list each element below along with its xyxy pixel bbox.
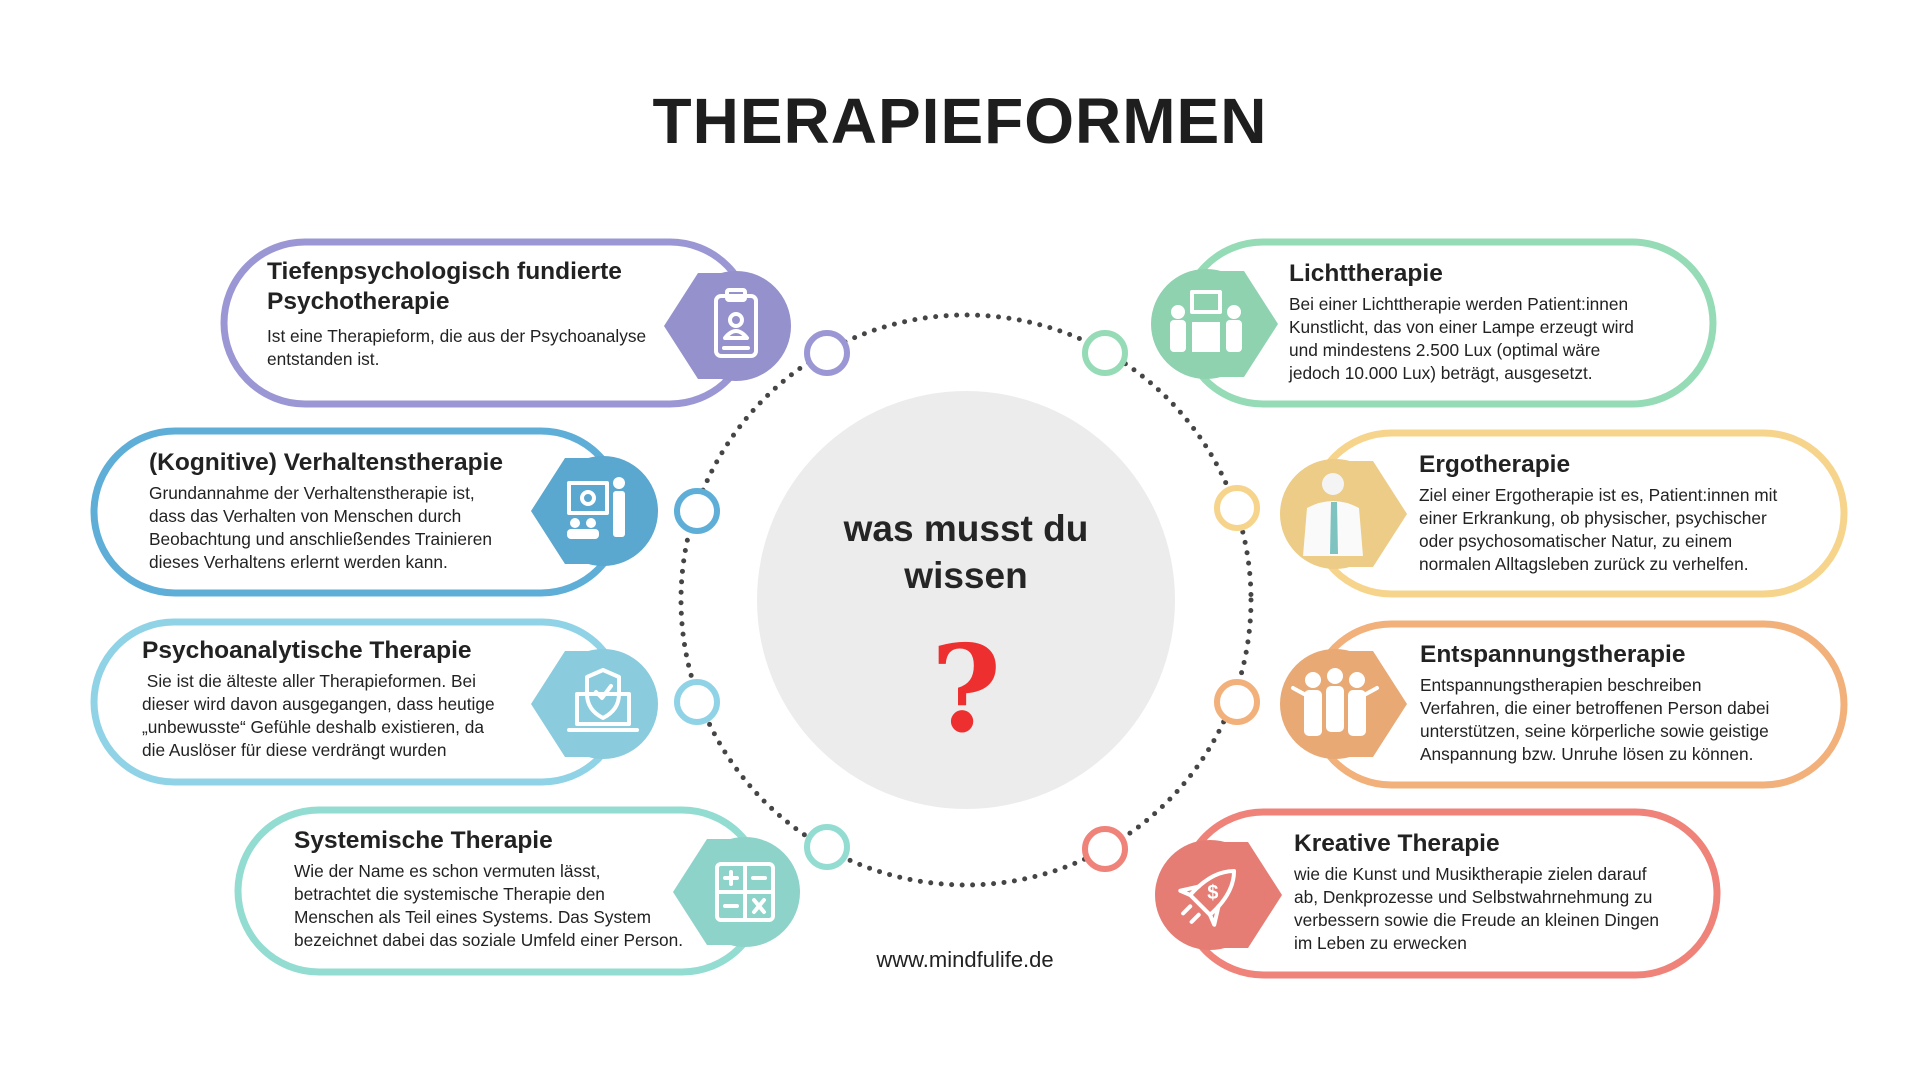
card-title: (Kognitive) Verhaltenstherapie xyxy=(149,448,503,478)
card-title-line: Tiefenpsychologisch fundierte xyxy=(267,258,622,285)
card-description-line: Bei einer Lichttherapie werden Patient:i… xyxy=(1289,294,1629,314)
card-description-line: dieser wird davon ausgegangen, dass heut… xyxy=(142,694,495,714)
question-mark-icon: ? xyxy=(930,619,1002,760)
center-circle xyxy=(757,391,1175,809)
clipboard-person-icon xyxy=(714,288,758,358)
card-description: Wie der Name es schon vermuten lässt, bet… xyxy=(294,860,683,952)
doctor-icon xyxy=(1303,473,1363,556)
card-description-line: einer Erkrankung, ob physischer, psychis… xyxy=(1419,508,1767,528)
center-line-1: was musst du xyxy=(843,508,1089,549)
card-text: Psychoanalytische Therapie Sie ist die ä… xyxy=(142,636,495,762)
card-description-line: verbessern sowie die Freude an kleinen D… xyxy=(1294,910,1660,930)
card-description-line: wie die Kunst und Musiktherapie zielen d… xyxy=(1294,864,1647,884)
card-description-line: Entspannungstherapien beschreiben xyxy=(1420,675,1702,695)
connector-node xyxy=(1082,330,1128,376)
card-title: Kreative Therapie xyxy=(1294,829,1659,859)
card-description-line: ab, Denkprozesse und Selbstwahrnehmung z… xyxy=(1294,887,1653,907)
card-description-line: Menschen als Teil eines Systems. Das Sys… xyxy=(294,907,651,927)
card-description: Sie ist die älteste aller Therapieformen… xyxy=(142,670,495,762)
connector-node xyxy=(1214,679,1260,725)
therapy-card: $ xyxy=(1155,808,1721,979)
card-description-line: Ziel einer Ergotherapie ist es, Patient:… xyxy=(1419,485,1778,505)
center-question: was musst du wissen xyxy=(766,505,1166,599)
therapy-card xyxy=(1151,238,1717,408)
therapy-card xyxy=(234,806,800,976)
center-line-2: wissen xyxy=(904,555,1028,596)
card-description-line: Ist eine Therapieform, die aus der Psych… xyxy=(267,326,647,346)
card-description-line: die Auslöser für diese verdrängt wurden xyxy=(142,740,447,760)
card-title-line: Psychoanalytische Therapie xyxy=(142,637,472,664)
card-text: Kreative Therapie wie die Kunst und Musik… xyxy=(1294,829,1659,955)
card-description-line: Kunstlicht, das von einer Lampe erzeugt … xyxy=(1289,317,1634,337)
card-description-line: Anspannung bzw. Unruhe lösen zu können. xyxy=(1420,744,1754,764)
card-description-line: im Leben zu erwecken xyxy=(1294,933,1467,953)
meeting-table-icon xyxy=(1170,290,1242,352)
laptop-shield-icon xyxy=(567,668,639,732)
card-title: Entspannungstherapie xyxy=(1420,640,1769,670)
card-title-line: Entspannungstherapie xyxy=(1420,641,1686,668)
card-title: Systemische Therapie xyxy=(294,826,683,856)
connector-node xyxy=(1214,485,1260,531)
card-description-line: „unbewusste“ Gefühle deshalb existieren,… xyxy=(142,717,484,737)
card-description-line: entstanden ist. xyxy=(267,349,380,369)
card-description-line: betrachtet die systemische Therapie den xyxy=(294,884,605,904)
card-description-line: Beobachtung und anschließendes Trainiere… xyxy=(149,529,492,549)
connector-node xyxy=(804,330,850,376)
card-description: wie die Kunst und Musiktherapie zielen d… xyxy=(1294,863,1659,955)
therapy-card xyxy=(1280,429,1848,598)
card-title: Psychoanalytische Therapie xyxy=(142,636,495,666)
card-description-line: normalen Alltagsleben zurück zu verhelfe… xyxy=(1419,554,1749,574)
therapy-card xyxy=(90,618,658,786)
card-description-line: Wie der Name es schon vermuten lässt, xyxy=(294,861,601,881)
card-title-line: Systemische Therapie xyxy=(294,827,553,854)
card-title: Lichttherapie xyxy=(1289,259,1634,289)
connector-node xyxy=(804,824,850,870)
card-description: Ziel einer Ergotherapie ist es, Patient:… xyxy=(1419,484,1777,576)
card-description-line: unterstützen, seine körperliche sowie ge… xyxy=(1420,721,1769,741)
svg-text:$: $ xyxy=(1207,882,1218,904)
card-description-line: jedoch 10.000 Lux) beträgt, ausgesetzt. xyxy=(1289,363,1593,383)
card-title-line: Ergotherapie xyxy=(1419,451,1571,478)
website-url: www.mindfulife.de xyxy=(876,947,1054,972)
page-title: THERAPIEFORMEN xyxy=(652,85,1268,157)
card-description-line: Grundannahme der Verhaltenstherapie ist, xyxy=(149,483,475,503)
card-title: Ergotherapie xyxy=(1419,450,1777,480)
dotted-ring xyxy=(678,312,1254,888)
card-title-line: Kreative Therapie xyxy=(1294,830,1500,857)
card-description: Bei einer Lichttherapie werden Patient:i… xyxy=(1289,293,1634,385)
connector-node xyxy=(1082,826,1128,872)
card-description-line: bezeichnet dabei das soziale Umfeld eine… xyxy=(294,930,684,950)
icon-badge xyxy=(1155,840,1282,950)
therapy-card xyxy=(90,427,658,597)
presentation-teacher-icon xyxy=(567,477,625,539)
connector-node xyxy=(674,679,720,725)
card-description-line: Verfahren, die einer betroffenen Person … xyxy=(1420,698,1770,718)
card-description-line: dieses Verhaltens erlernt werden kann. xyxy=(149,552,448,572)
card-description-line: oder psychosomatischer Natur, zu einem xyxy=(1419,531,1733,551)
therapy-card xyxy=(1280,620,1848,789)
rocket-dollar-icon: $ xyxy=(1178,868,1237,927)
therapy-card xyxy=(220,238,791,408)
card-title-line: (Kognitive) Verhaltenstherapie xyxy=(149,449,503,476)
group-people-icon xyxy=(1291,668,1379,736)
card-description-line: und mindestens 2.500 Lux (optimal wäre xyxy=(1289,340,1601,360)
card-title-line: Lichttherapie xyxy=(1289,260,1443,287)
card-description-line: Sie ist die älteste aller Therapieformen… xyxy=(142,671,476,691)
card-description: Ist eine Therapieform, die aus der Psych… xyxy=(267,325,646,371)
card-title-line: Psychotherapie xyxy=(267,288,450,315)
calculator-icon xyxy=(715,862,775,922)
connector-node xyxy=(674,488,720,534)
card-description-line: dass das Verhalten von Menschen durch xyxy=(149,506,462,526)
card-description: Grundannahme der Verhaltenstherapie ist,… xyxy=(149,482,503,574)
